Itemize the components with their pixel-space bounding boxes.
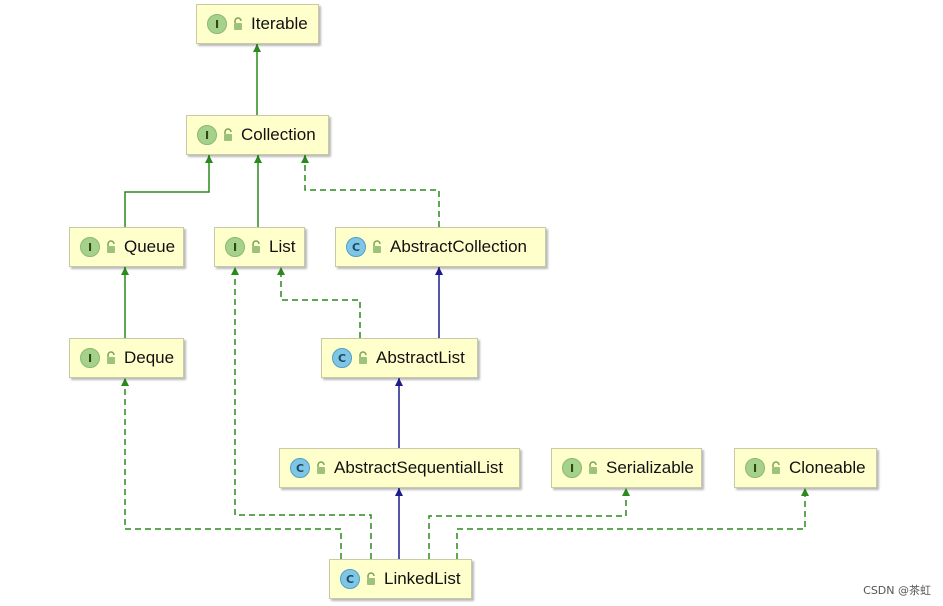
edge-linked_list-to-list	[231, 267, 372, 559]
lock-icon	[252, 240, 260, 253]
node-label: Cloneable	[789, 458, 866, 477]
interface-icon: I	[225, 237, 245, 257]
node-label: LinkedList	[384, 569, 461, 588]
node-list[interactable]: I List	[214, 227, 305, 267]
lock-icon	[224, 128, 232, 141]
edge-linked_list-to-deque	[121, 378, 342, 559]
lock-icon	[234, 17, 242, 30]
node-deque[interactable]: I Deque	[69, 338, 184, 378]
interface-icon: I	[80, 348, 100, 368]
lock-icon	[772, 461, 780, 474]
node-cloneable[interactable]: I Cloneable	[734, 448, 877, 488]
node-label: AbstractList	[376, 348, 465, 367]
node-label: Iterable	[251, 14, 308, 33]
interface-icon: I	[562, 458, 582, 478]
edge-abstract_list-to-list	[277, 267, 361, 338]
node-collection[interactable]: I Collection	[186, 115, 329, 155]
node-abstract-list[interactable]: C AbstractList	[321, 338, 478, 378]
lock-icon	[359, 351, 367, 364]
node-label: Deque	[124, 348, 175, 367]
watermark: CSDN @茶虹	[863, 584, 931, 597]
node-iterable[interactable]: I Iterable	[196, 4, 319, 44]
node-label: AbstractCollection	[390, 237, 528, 256]
lock-icon	[589, 461, 597, 474]
lock-icon	[367, 572, 375, 585]
interface-icon: I	[80, 237, 100, 257]
node-serializable[interactable]: I Serializable	[551, 448, 702, 488]
node-abstract-collection[interactable]: C AbstractCollection	[335, 227, 546, 267]
edge-abstract_collection-to-collection	[301, 155, 440, 227]
lock-icon	[107, 240, 115, 253]
class-icon: C	[332, 348, 352, 368]
edge-linked_list-to-serializable	[428, 488, 630, 559]
class-icon: C	[340, 569, 360, 589]
node-label: Serializable	[606, 458, 694, 477]
edge-queue-to-collection	[124, 155, 213, 227]
node-label: List	[269, 237, 296, 256]
interface-icon: I	[745, 458, 765, 478]
interface-icon: I	[197, 125, 217, 145]
node-label: Queue	[124, 237, 176, 256]
node-label: AbstractSequentialList	[334, 458, 504, 477]
lock-icon	[317, 461, 325, 474]
lock-icon	[107, 351, 115, 364]
node-abstract-sequential-list[interactable]: C AbstractSequentialList	[279, 448, 520, 488]
edge-linked_list-to-cloneable	[456, 488, 809, 559]
node-linked-list[interactable]: C LinkedList	[329, 559, 472, 599]
node-label: Collection	[241, 125, 316, 144]
interface-icon: I	[207, 14, 227, 34]
class-icon: C	[346, 237, 366, 257]
lock-icon	[373, 240, 381, 253]
node-queue[interactable]: I Queue	[69, 227, 184, 267]
class-icon: C	[290, 458, 310, 478]
